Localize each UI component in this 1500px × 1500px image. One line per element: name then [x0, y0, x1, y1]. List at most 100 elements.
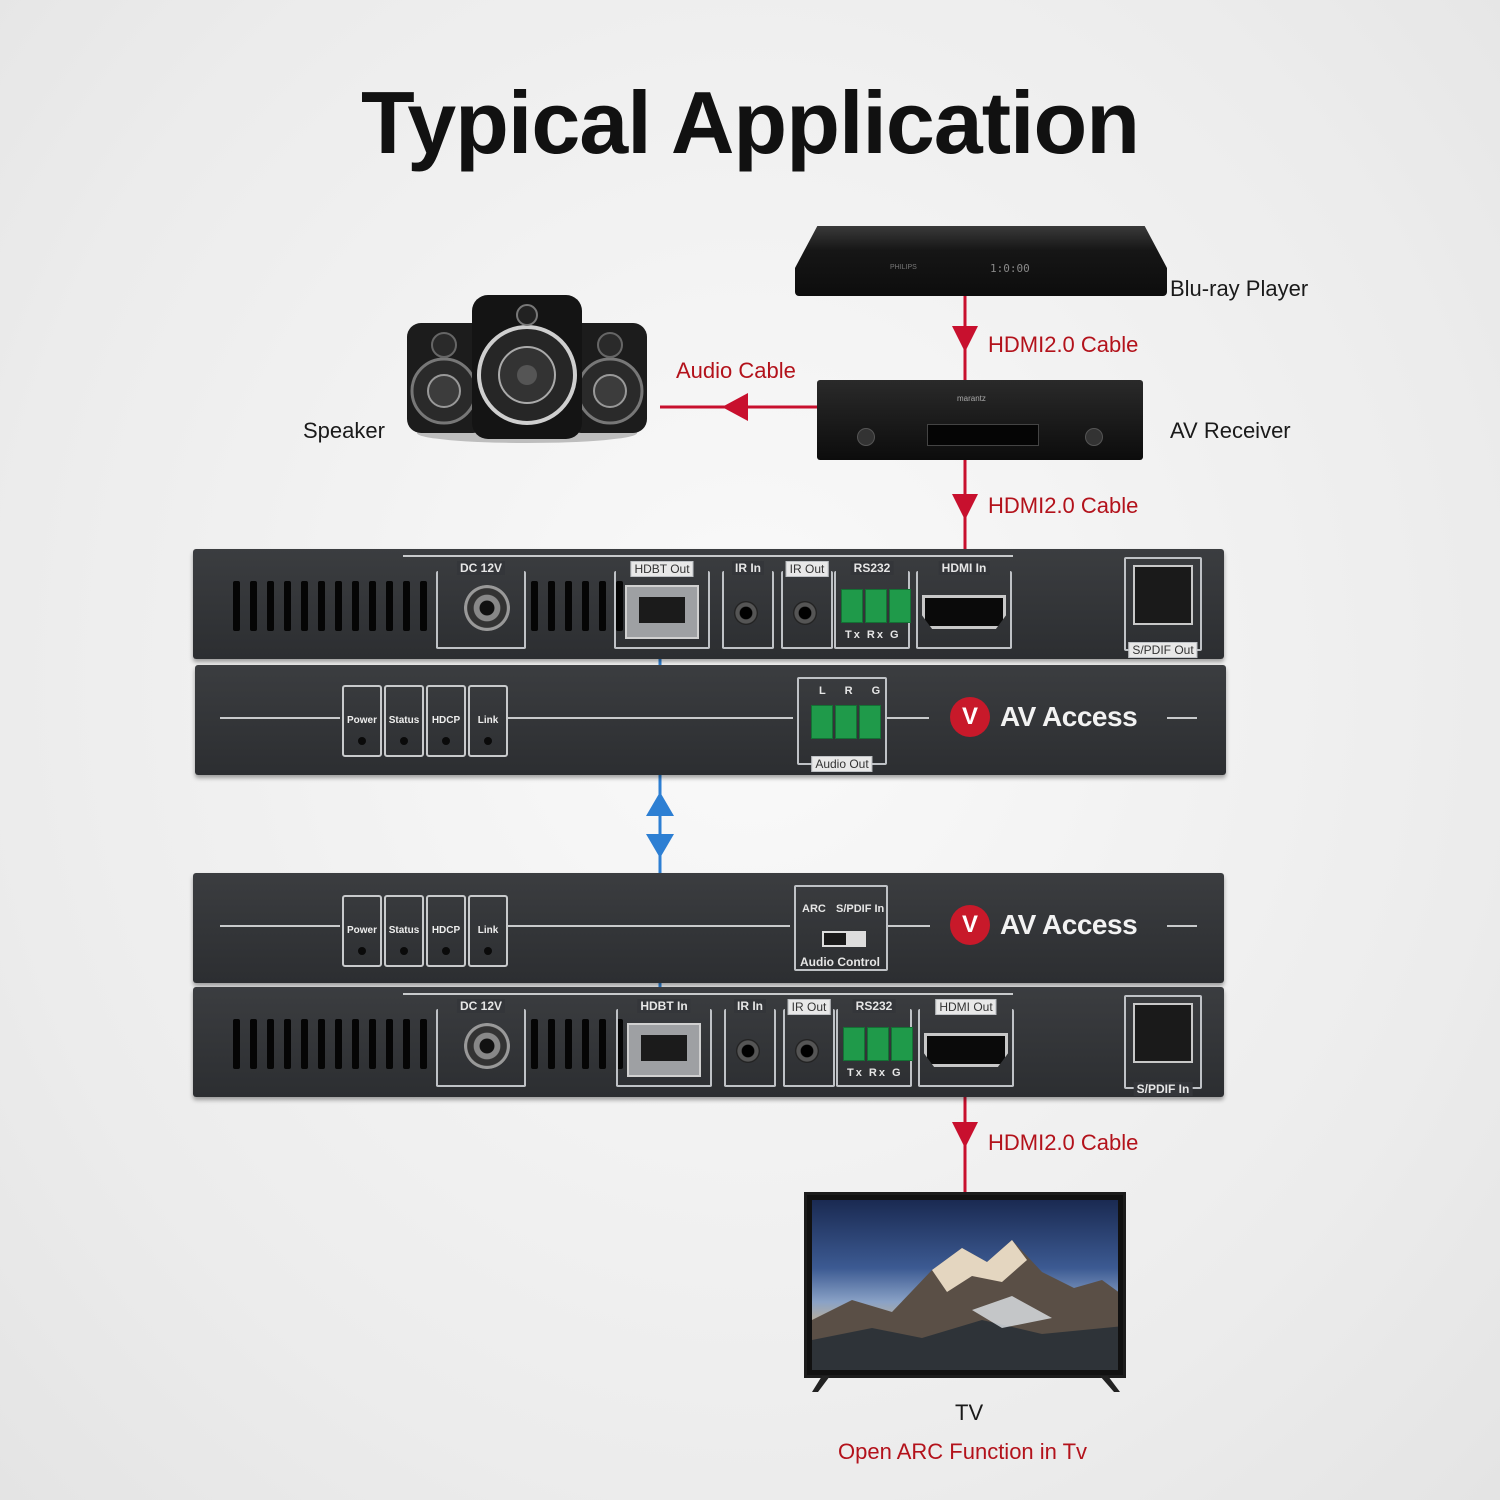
- rx-led-hdcp: HDCP: [426, 895, 466, 967]
- spdif-out-box: S/PDIF Out: [1124, 557, 1202, 658]
- ir-out-box: IR Out: [781, 561, 833, 649]
- transmitter-rear-panel: DC 12V HDBT Out IR In IR Out RS232 Tx Rx…: [193, 549, 1224, 659]
- logo-text: AV Access: [1000, 701, 1138, 732]
- rx-rs232-terminal[interactable]: [843, 1027, 913, 1061]
- led-power: Power: [342, 685, 382, 757]
- rs232-box: RS232 Tx Rx G: [834, 561, 911, 649]
- receiver-display: [927, 424, 1039, 446]
- speaker-icon: [407, 295, 647, 443]
- arrow-down-2: [952, 494, 978, 520]
- bluray-label: Blu-ray Player: [1170, 276, 1309, 301]
- spdif-in-label: S/PDIF In: [1133, 1082, 1193, 1096]
- rx-vents-left: [233, 1019, 427, 1069]
- hdmi-in-label: HDMI In: [938, 561, 990, 575]
- vents-left: [233, 581, 427, 631]
- av-access-logo-2: V AV Access: [950, 905, 1138, 945]
- rx-ir-in-box: IR In: [724, 999, 776, 1087]
- rx-ir-out-label: IR Out: [787, 999, 831, 1015]
- receiver-rear-panel: DC 12V HDBT In IR In IR Out RS232 Tx Rx …: [193, 987, 1224, 1097]
- spdif-out-port[interactable]: [1133, 565, 1193, 625]
- audio-pins: L R G: [819, 685, 889, 697]
- speaker-label: Speaker: [303, 418, 385, 443]
- rx-rs232-box: RS232 Tx Rx G: [836, 999, 913, 1087]
- tv-note: Open ARC Function in Tv: [838, 1439, 1088, 1464]
- bluray-player: PHILIPS 1:0:00: [795, 226, 1167, 296]
- led-hdcp: HDCP: [426, 685, 466, 757]
- tv: [804, 1192, 1126, 1378]
- audio-out-box: L R G Audio Out: [797, 677, 889, 772]
- spdif-in-box: S/PDIF In: [1124, 995, 1202, 1096]
- tv-label: TV: [955, 1400, 984, 1425]
- rx-ir-out-box: IR Out: [783, 999, 835, 1087]
- rs232-pins: Tx Rx G: [845, 629, 901, 641]
- dc-label: DC 12V: [456, 561, 506, 575]
- hdmi-in-box: HDMI In: [916, 561, 1012, 649]
- audio-control-label: Audio Control: [800, 955, 880, 969]
- rx-ir-in-jack[interactable]: [736, 1039, 760, 1063]
- hdmi-out-box: HDMI Out: [918, 999, 1014, 1087]
- hdbt-in-box: HDBT In: [616, 999, 712, 1087]
- vents-mid: [531, 581, 623, 631]
- hdbt-in-port[interactable]: [627, 1023, 701, 1077]
- mountain-image: [812, 1240, 1118, 1370]
- ir-out-jack[interactable]: [793, 601, 817, 625]
- cable-label-1: HDMI2.0 Cable: [988, 332, 1139, 357]
- hdbt-in-label: HDBT In: [637, 999, 691, 1013]
- audio-cable-label: Audio Cable: [676, 358, 796, 383]
- bluray-display: 1:0:00: [990, 262, 1030, 275]
- transmitter-front-panel: Power Status HDCP Link L R G Audio Out V…: [195, 665, 1226, 775]
- rx-vents-mid: [531, 1019, 623, 1069]
- rx-rs232-pins: Tx Rx G: [847, 1067, 903, 1079]
- audio-out-terminal[interactable]: [811, 705, 881, 739]
- arrow-up-hdbt: [646, 792, 674, 816]
- cable-label-3: HDMI2.0 Cable: [988, 1130, 1139, 1155]
- receiver-knob-right: [1085, 428, 1103, 446]
- receiver-front-panel: Power Status HDCP Link ARC S/PDIF In Aud…: [193, 873, 1224, 983]
- rx-dc-label: DC 12V: [456, 999, 506, 1013]
- bluray-brand: PHILIPS: [890, 264, 917, 271]
- spdif-out-label: S/PDIF Out: [1128, 642, 1198, 658]
- spdif-in-switch-label: S/PDIF In: [836, 903, 885, 915]
- ir-in-label: IR In: [732, 561, 764, 575]
- rx-rs232-label: RS232: [852, 999, 896, 1013]
- logo-badge-icon: V: [950, 905, 990, 945]
- hdmi-out-label: HDMI Out: [935, 999, 997, 1015]
- rx-led-status: Status: [384, 895, 424, 967]
- hdbt-out-port[interactable]: [625, 585, 699, 639]
- rx-dc-port-box: DC 12V: [436, 999, 526, 1087]
- audio-out-label: Audio Out: [811, 756, 873, 772]
- ir-out-label: IR Out: [785, 561, 829, 577]
- spdif-in-port[interactable]: [1133, 1003, 1193, 1063]
- hdbt-out-box: HDBT Out: [614, 561, 710, 649]
- led-link: Link: [468, 685, 508, 757]
- dc-port-box: DC 12V: [436, 561, 526, 649]
- rx-dc-jack: [464, 1023, 510, 1069]
- rs232-label: RS232: [850, 561, 894, 575]
- page-title: Typical Application: [361, 73, 1140, 172]
- logo-badge-icon: V: [950, 697, 990, 737]
- arrow-down-1: [952, 326, 978, 352]
- arrow-left-audio: [722, 393, 748, 421]
- cable-label-2: HDMI2.0 Cable: [988, 493, 1139, 518]
- logo-text: AV Access: [1000, 909, 1138, 940]
- audio-control-box: ARC S/PDIF In Audio Control: [794, 885, 888, 971]
- hdmi-in-port[interactable]: [922, 595, 1006, 629]
- tv-screen: [812, 1200, 1118, 1370]
- ir-in-jack[interactable]: [734, 601, 758, 625]
- rx-led-link: Link: [468, 895, 508, 967]
- av-receiver: marantz: [817, 380, 1143, 460]
- audio-control-switch[interactable]: [822, 931, 866, 947]
- rs232-terminal[interactable]: [841, 589, 911, 623]
- rx-ir-out-jack[interactable]: [795, 1039, 819, 1063]
- receiver-knob-left: [857, 428, 875, 446]
- hdmi-out-port[interactable]: [924, 1033, 1008, 1067]
- rx-led-power: Power: [342, 895, 382, 967]
- ir-in-box: IR In: [722, 561, 774, 649]
- arrow-down-3: [952, 1122, 978, 1148]
- arc-label: ARC: [802, 903, 826, 915]
- receiver-brand: marantz: [957, 394, 986, 403]
- av-access-logo-1: V AV Access: [950, 697, 1138, 737]
- hdbt-out-label: HDBT Out: [630, 561, 694, 577]
- led-status: Status: [384, 685, 424, 757]
- arrow-down-hdbt: [646, 834, 674, 858]
